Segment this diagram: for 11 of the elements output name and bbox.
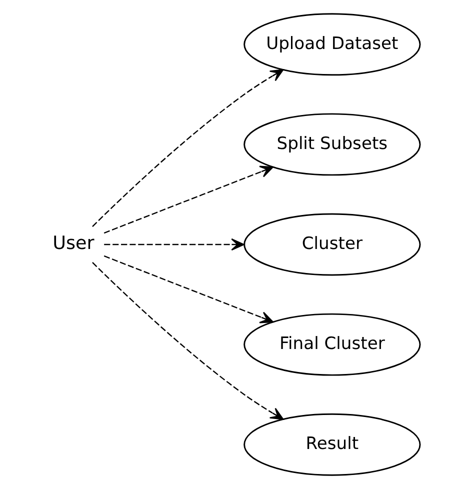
node-text: User [52, 232, 94, 254]
node-ellipse: Upload Dataset [243, 12, 420, 76]
arrow [104, 238, 244, 250]
node-ellipse: Final Cluster [243, 312, 420, 376]
arrow [103, 254, 274, 323]
node-ellipse: Split Subsets [243, 112, 420, 176]
node-ellipse: Result [243, 412, 420, 476]
arrow [92, 262, 284, 420]
arrow [103, 165, 274, 234]
arrow [92, 68, 284, 226]
node-ellipse: Cluster [243, 212, 420, 276]
